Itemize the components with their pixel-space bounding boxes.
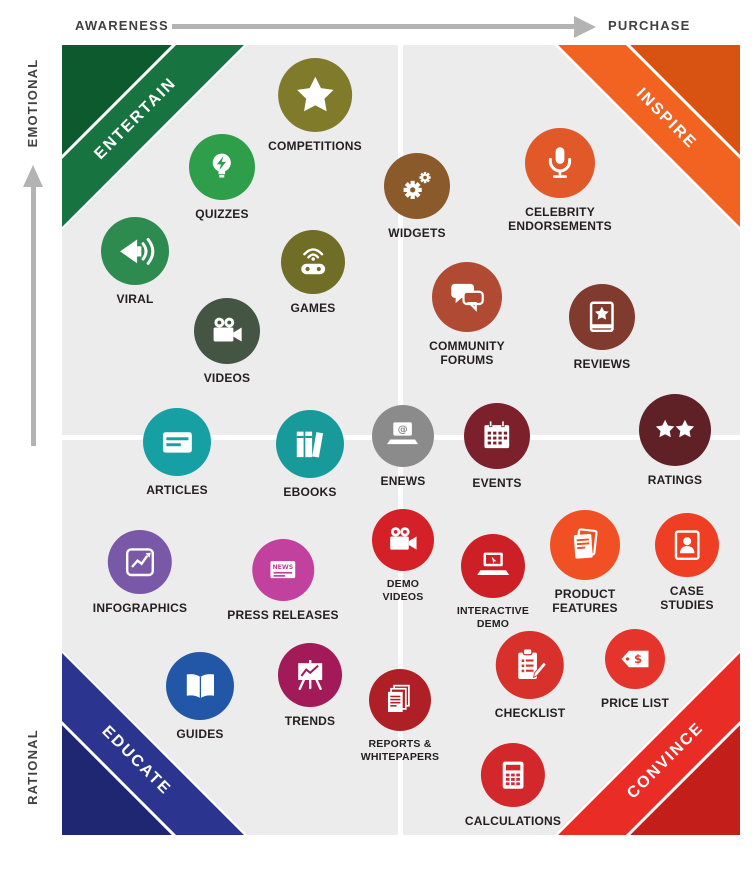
card-icon: [143, 408, 211, 476]
game-controller-icon: [281, 230, 345, 294]
laptop-icon: [461, 534, 525, 598]
item-label: VIRAL: [116, 292, 154, 306]
gears-icon: [384, 153, 450, 219]
item-community-forums: COMMUNITY FORUMS: [415, 262, 519, 368]
open-book-icon: [166, 652, 234, 720]
item-checklist: CHECKLIST: [495, 631, 565, 720]
horizontal-axis-arrow: [172, 24, 576, 29]
item-label: WIDGETS: [388, 226, 446, 240]
item-label: TRENDS: [284, 714, 336, 728]
item-label: PRESS RELEASES: [227, 608, 339, 622]
item-enews: ENEWS: [372, 405, 434, 488]
stacked-papers-icon: [369, 669, 431, 731]
item-label: CELEBRITY ENDORSEMENTS: [508, 205, 612, 234]
lightbulb-icon: [189, 134, 255, 200]
item-price-list: PRICE LIST: [601, 629, 669, 710]
newspaper-icon: [252, 539, 314, 601]
clipboard-pencil-icon: [496, 631, 564, 699]
item-label: CALCULATIONS: [464, 814, 562, 828]
item-trends: TRENDS: [278, 643, 342, 728]
axis-label-rational: RATIONAL: [25, 729, 40, 805]
vertical-axis-arrow: [31, 186, 36, 446]
item-guides: GUIDES: [166, 652, 234, 741]
megaphone-icon: [101, 217, 169, 285]
item-interactive-demo: INTERACTIVE DEMO: [448, 534, 538, 630]
item-label: REPORTS & WHITEPAPERS: [360, 738, 440, 763]
microphone-icon: [525, 128, 595, 198]
calendar-icon: [464, 403, 530, 469]
item-case-studies: CASE STUDIES: [652, 513, 722, 613]
laptop-at-icon: [372, 405, 434, 467]
item-viral: VIRAL: [101, 217, 169, 306]
item-demo-videos: DEMO VIDEOS: [372, 509, 434, 603]
item-label: INTERACTIVE DEMO: [456, 605, 530, 630]
item-reports-whitepapers: REPORTS & WHITEPAPERS: [350, 669, 450, 763]
calculator-icon: [480, 743, 545, 807]
item-infographics: INFOGRAPHICS: [93, 530, 187, 615]
item-label: ENEWS: [380, 474, 426, 488]
price-tag-icon: [604, 629, 665, 689]
item-reviews: REVIEWS: [569, 284, 635, 371]
books-icon: [276, 410, 344, 478]
item-competitions: COMPETITIONS: [268, 58, 362, 153]
item-label: VIDEOS: [203, 371, 251, 385]
item-product-features: PRODUCT FEATURES: [545, 510, 625, 616]
document-icon: [550, 510, 620, 580]
item-label: CASE STUDIES: [660, 584, 714, 613]
video-camera-icon: [194, 298, 260, 364]
item-label: QUIZZES: [195, 207, 249, 221]
speech-bubbles-icon: [432, 262, 502, 332]
axis-label-emotional: EMOTIONAL: [25, 58, 40, 148]
item-label: ARTICLES: [146, 483, 208, 497]
item-ratings: RATINGS: [639, 394, 711, 487]
item-label: GUIDES: [176, 727, 224, 741]
item-label: COMPETITIONS: [268, 139, 362, 153]
easel-chart-icon: [278, 643, 342, 707]
star-icon: [278, 58, 352, 132]
item-calculations: CALCULATIONS: [465, 743, 561, 828]
item-label: COMMUNITY FORUMS: [429, 339, 505, 368]
item-quizzes: QUIZZES: [189, 134, 255, 221]
item-widgets: WIDGETS: [384, 153, 450, 240]
book-person-icon: [655, 513, 719, 577]
item-label: RATINGS: [647, 473, 703, 487]
item-label: CHECKLIST: [494, 706, 566, 720]
item-label: EBOOKS: [283, 485, 337, 499]
book-star-icon: [569, 284, 635, 350]
item-ebooks: EBOOKS: [276, 410, 344, 499]
item-label: INFOGRAPHICS: [92, 601, 188, 615]
item-events: EVENTS: [464, 403, 530, 490]
item-games: GAMES: [281, 230, 345, 315]
video-camera-icon: [372, 509, 434, 571]
chart-document-icon: [108, 530, 172, 594]
item-celebrity-endorsements: CELEBRITY ENDORSEMENTS: [499, 128, 621, 234]
two-stars-icon: [639, 394, 711, 466]
item-label: DEMO VIDEOS: [382, 578, 424, 603]
item-label: GAMES: [290, 301, 336, 315]
item-label: REVIEWS: [573, 357, 631, 371]
item-articles: ARTICLES: [143, 408, 211, 497]
item-label: PRODUCT FEATURES: [552, 587, 618, 616]
item-videos: VIDEOS: [194, 298, 260, 385]
axis-label-purchase: PURCHASE: [608, 18, 691, 33]
arrow-up-icon: [23, 165, 43, 187]
item-label: PRICE LIST: [600, 696, 670, 710]
item-press-releases: PRESS RELEASES: [227, 539, 339, 622]
item-label: EVENTS: [472, 476, 522, 490]
arrow-right-icon: [574, 15, 596, 38]
axis-label-awareness: AWARENESS: [75, 18, 169, 33]
